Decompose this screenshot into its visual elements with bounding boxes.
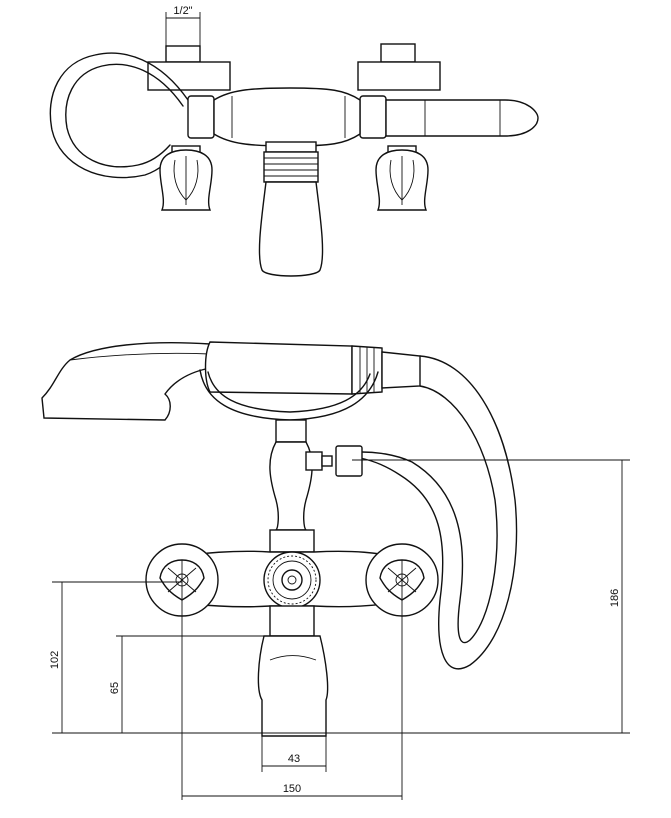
dimension-lines: 186 102 65 43 150 [49, 459, 630, 800]
dim-65-label: 65 [109, 682, 121, 694]
front-view [41, 341, 518, 737]
dim-43-label: 43 [288, 753, 300, 765]
top-right-handle [375, 145, 429, 211]
pipe-size-label: 1/2" [173, 5, 192, 17]
dim-102-label: 102 [49, 651, 61, 669]
dim-150-label: 150 [283, 783, 301, 795]
top-left-handle [159, 145, 213, 211]
dim-186-label: 186 [609, 589, 621, 607]
center-diverter [263, 551, 321, 609]
top-view: 1/2" [49, 5, 539, 277]
